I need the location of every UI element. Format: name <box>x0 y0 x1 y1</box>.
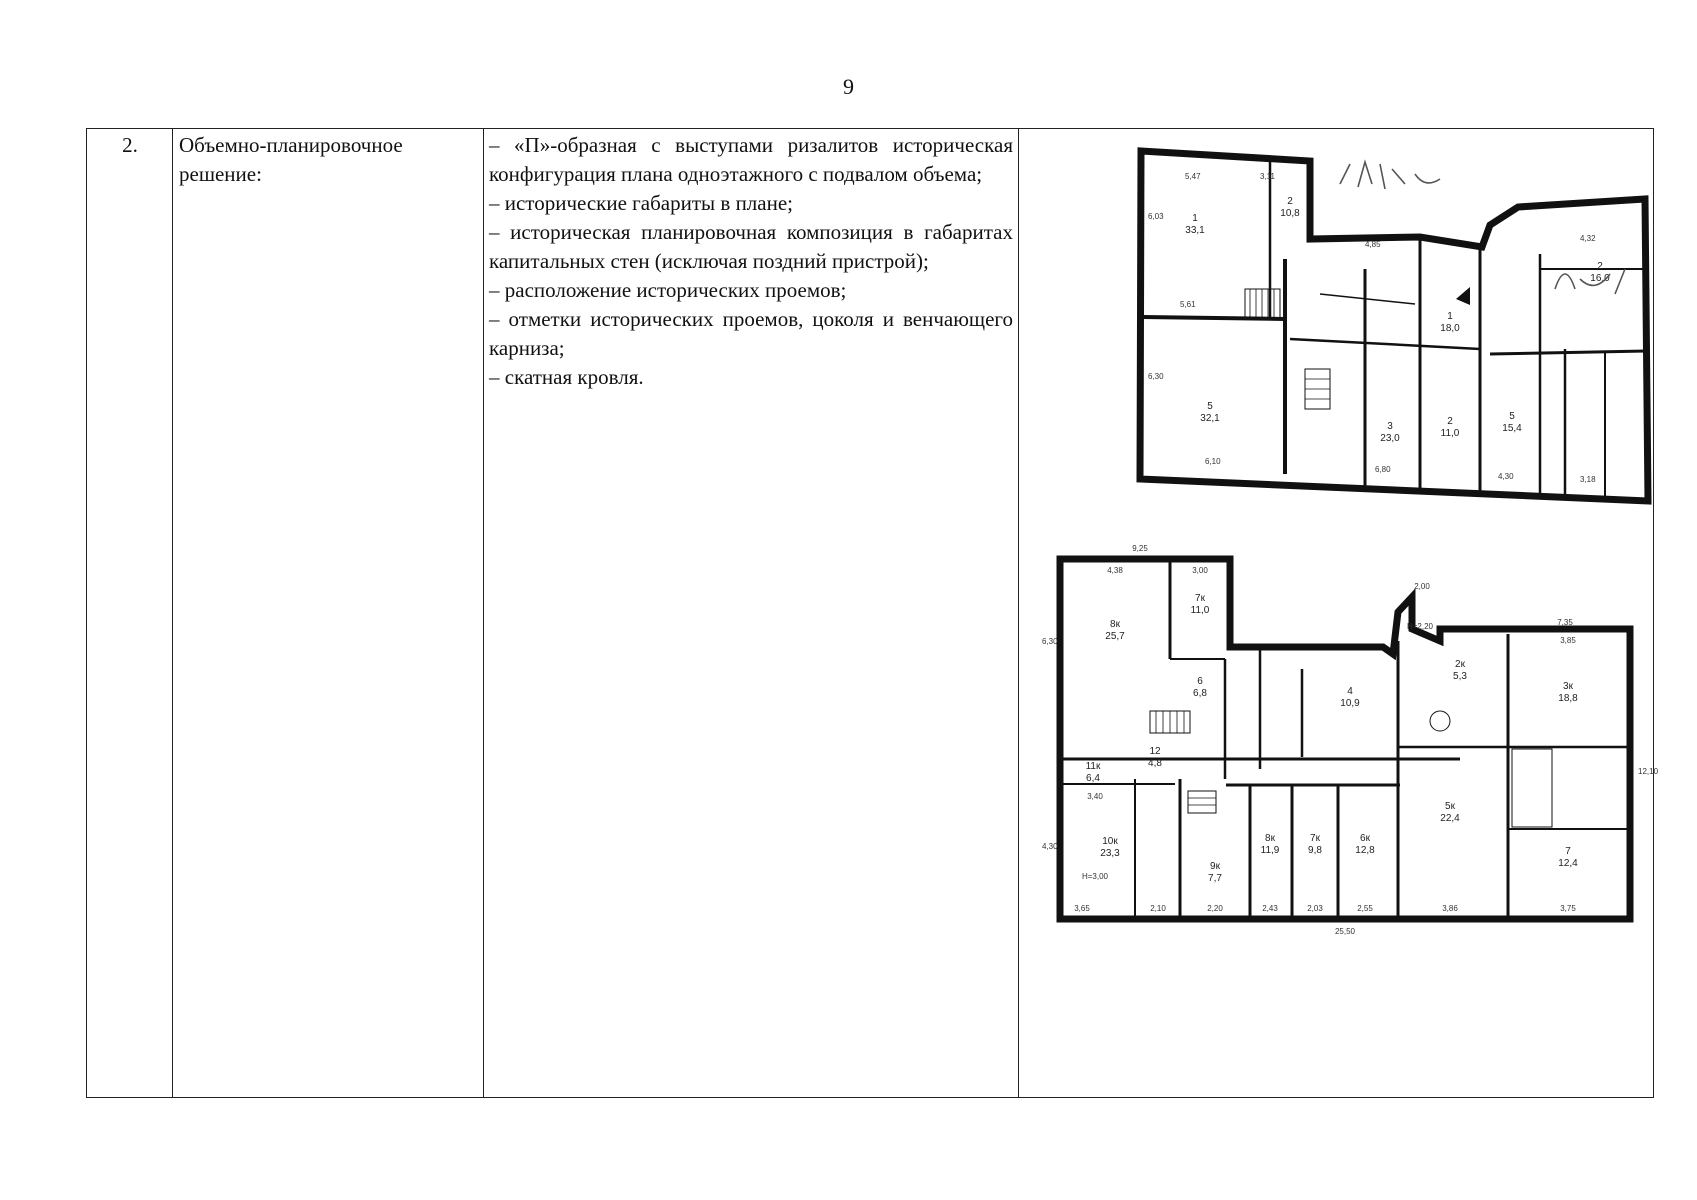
room-number: 9к <box>1210 861 1221 872</box>
room-number: 7к <box>1195 593 1206 604</box>
room-number: 10к <box>1102 836 1118 847</box>
row-title: Объемно-планировочное решение: <box>179 133 403 186</box>
room-number: 4 <box>1347 686 1353 697</box>
room-number: 7к <box>1310 833 1321 844</box>
dimension-label: 3,85 <box>1560 636 1576 645</box>
room-area: 11,0 <box>1191 605 1210 616</box>
dimension-label: 5,47 <box>1185 172 1201 181</box>
room-number: 12 <box>1149 746 1161 757</box>
room-number: 11к <box>1086 761 1101 772</box>
column-divider <box>483 129 484 1097</box>
room-number: 5к <box>1445 801 1456 812</box>
dimension-label: 4,38 <box>1107 566 1123 575</box>
room-area: 6,8 <box>1193 688 1207 699</box>
dimension-label: 3,40 <box>1087 792 1103 801</box>
dimension-label: 3,00 <box>1192 566 1208 575</box>
dimension-label: 6,03 <box>1148 212 1164 221</box>
column-divider <box>1018 129 1019 1097</box>
room-number: 3к <box>1563 681 1574 692</box>
room-area: 6,4 <box>1086 773 1100 784</box>
dimension-label: 3,11 <box>1260 172 1276 181</box>
room-number: 2 <box>1447 416 1453 427</box>
room-area: 12,4 <box>1558 858 1578 869</box>
dimension-label: 4,85 <box>1365 240 1381 249</box>
dimension-label: 4,30 <box>1042 842 1058 851</box>
dimension-label: 2,00 <box>1414 582 1430 591</box>
column-divider <box>172 129 173 1097</box>
dimension-label: 2,55 <box>1357 904 1373 913</box>
floor-plan-upper: 1 33,1 2 10,8 5 32,1 1 18,0 3 23,0 2 11,… <box>1136 147 1652 505</box>
dimension-label: 6,30 <box>1042 637 1058 646</box>
dimension-label: 2,03 <box>1307 904 1323 913</box>
dimension-label: 3,18 <box>1580 475 1596 484</box>
room-area: 9,8 <box>1308 845 1322 856</box>
dimension-label: 3,75 <box>1560 904 1576 913</box>
feature-item: – историческая планировочная композиция … <box>489 220 1013 273</box>
room-area: 15,4 <box>1502 423 1522 434</box>
room-area: 12,8 <box>1355 845 1375 856</box>
dimension-label: 2,20 <box>1207 904 1223 913</box>
dimension-label: 5,61 <box>1180 300 1196 309</box>
dimension-label: 2,10 <box>1150 904 1166 913</box>
floor-plan-lower: 8к 25,7 7к 11,0 6 6,8 4 10,9 2к 5,3 3к 1… <box>1042 544 1659 936</box>
room-area: 23,3 <box>1100 848 1120 859</box>
room-number: 1 <box>1192 213 1198 224</box>
room-area: 18,0 <box>1440 323 1460 334</box>
feature-item: – расположение исторических проемов; <box>489 278 847 302</box>
room-number: 8к <box>1265 833 1276 844</box>
room-area: 16,0 <box>1590 273 1610 284</box>
room-number: 6к <box>1360 833 1371 844</box>
dimension-label: 4,30 <box>1498 472 1514 481</box>
room-number: 7 <box>1565 846 1571 857</box>
feature-item: – исторические габариты в плане; <box>489 191 793 215</box>
room-area: 32,1 <box>1200 413 1220 424</box>
dimension-label: 12,10 <box>1638 767 1659 776</box>
room-number: 2 <box>1287 196 1293 207</box>
floor-plans-cell: 1 33,1 2 10,8 5 32,1 1 18,0 3 23,0 2 11,… <box>1020 129 1659 1099</box>
dimension-label: 3,65 <box>1074 904 1090 913</box>
room-area: 7,7 <box>1208 873 1222 884</box>
room-area: 25,7 <box>1105 631 1125 642</box>
room-number: 5 <box>1207 401 1213 412</box>
room-number: 2 <box>1597 261 1603 272</box>
handwritten-note <box>1339 159 1626 295</box>
dimension-label: 6,80 <box>1375 465 1391 474</box>
ceiling-height-label: Н=2,20 <box>1407 622 1434 631</box>
room-area: 11,0 <box>1441 428 1460 439</box>
room-number: 10,8 <box>1280 208 1300 219</box>
room-number: 1 <box>1447 311 1453 322</box>
room-number: 6 <box>1197 676 1203 687</box>
dimension-label: 9,25 <box>1132 544 1148 553</box>
features-table: 2. Объемно-планировочное решение: – «П»-… <box>86 128 1659 1099</box>
room-area: 22,4 <box>1440 813 1460 824</box>
room-area: 5,3 <box>1453 671 1467 682</box>
room-number: 2к <box>1455 659 1466 670</box>
dimension-label: 6,10 <box>1205 457 1221 466</box>
row-number: 2. <box>122 133 138 157</box>
dimension-label: 7,35 <box>1557 618 1573 627</box>
dimension-label: 25,50 <box>1335 927 1356 936</box>
room-area: 10,9 <box>1340 698 1360 709</box>
room-number: 3 <box>1387 421 1393 432</box>
dimension-label: 2,43 <box>1262 904 1278 913</box>
ceiling-height-label: Н=3,00 <box>1082 872 1109 881</box>
feature-item: – скатная кровля. <box>489 365 644 389</box>
room-area: 11,9 <box>1261 845 1280 856</box>
room-area: 33,1 <box>1185 225 1205 236</box>
page-number: 9 <box>843 74 854 99</box>
room-area: 4,8 <box>1148 758 1162 769</box>
room-number: 5 <box>1509 411 1515 422</box>
dimension-label: 4,32 <box>1580 234 1596 243</box>
dimension-label: 3,86 <box>1442 904 1458 913</box>
room-number: 8к <box>1110 619 1121 630</box>
feature-item: – отметки исторических проемов, цоколя и… <box>489 307 1013 360</box>
room-area: 18,8 <box>1558 693 1578 704</box>
feature-item: – «П»-образная с выступами ризалитов ист… <box>489 133 1013 186</box>
dimension-label: 6,30 <box>1148 372 1164 381</box>
room-area: 23,0 <box>1380 433 1400 444</box>
row-description: – «П»-образная с выступами ризалитов ист… <box>485 129 1017 394</box>
